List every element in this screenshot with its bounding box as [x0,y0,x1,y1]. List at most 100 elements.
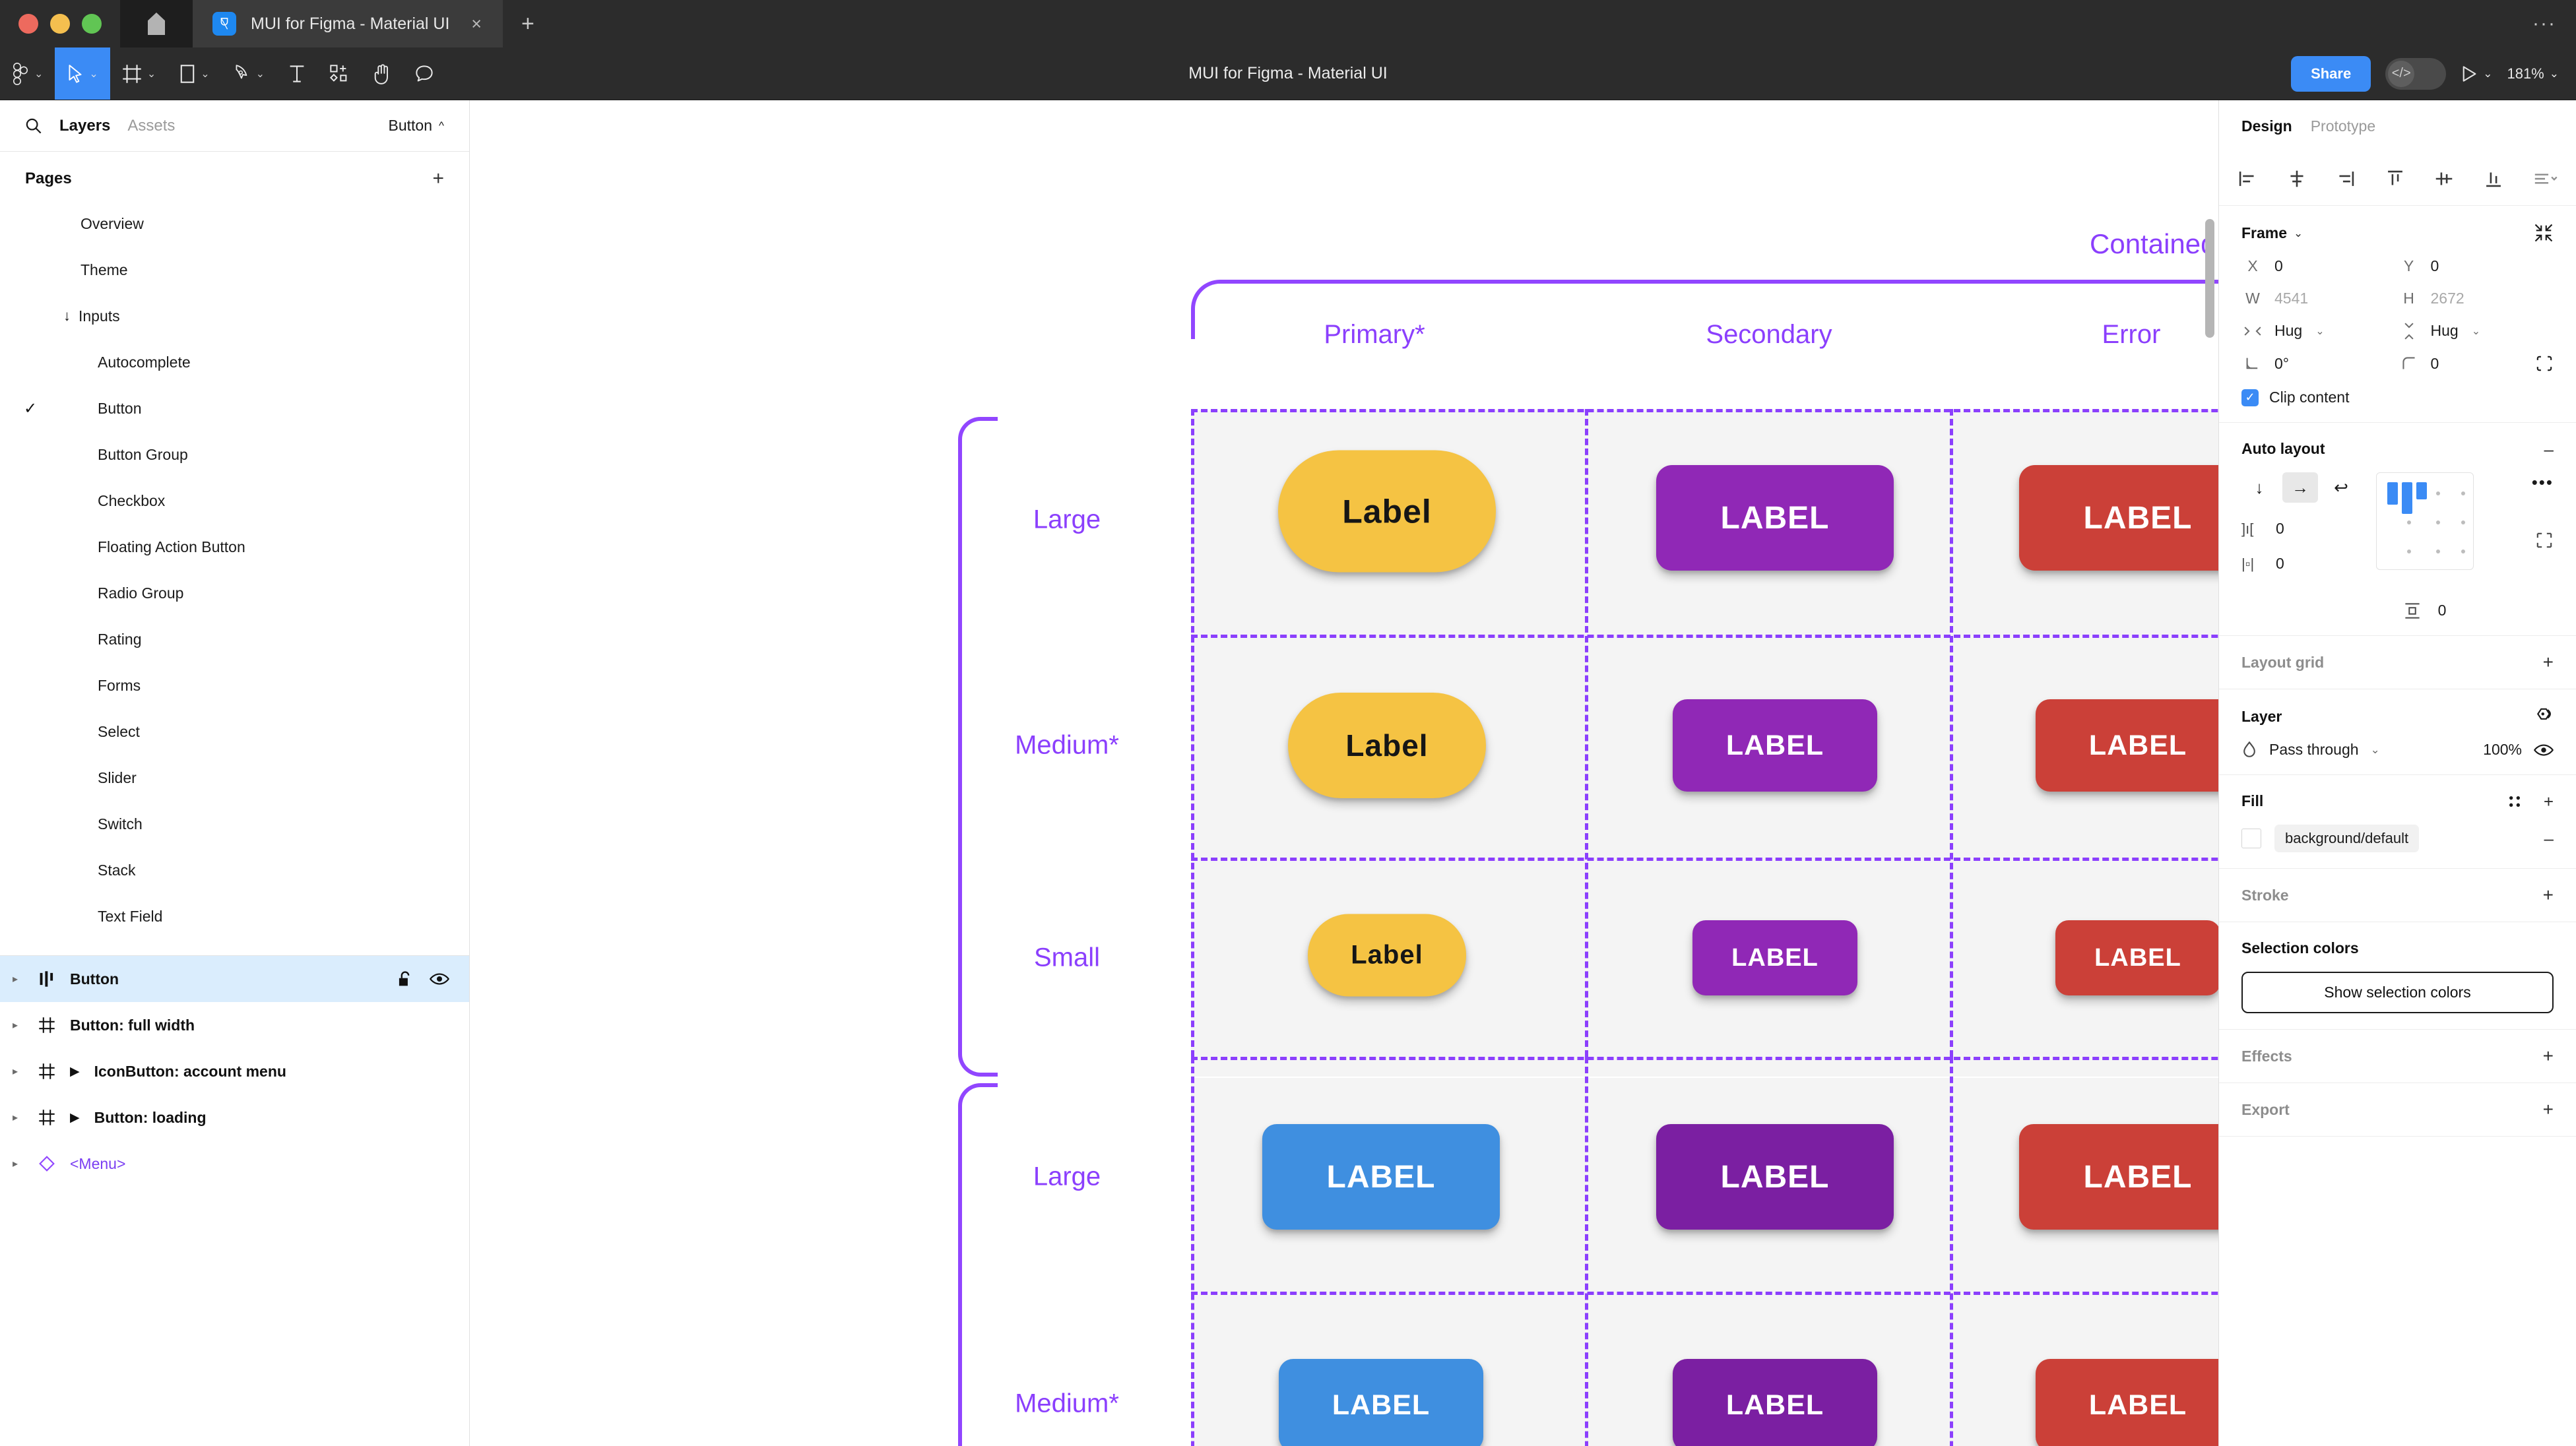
add-export-button[interactable]: + [2542,1099,2554,1119]
fill-color-swatch[interactable] [2241,829,2261,848]
page-item-button[interactable]: ✓Button [0,385,469,431]
auto-layout-padding-horizontal[interactable]: |▫| 0 [2241,555,2359,573]
remove-fill-button[interactable]: – [2544,828,2554,848]
tool-hand[interactable] [361,47,403,100]
mui-button-error-medium-2[interactable]: LABEL [2036,1359,2218,1446]
expand-arrow-icon[interactable]: ▸ [12,974,18,985]
chevron-down-icon[interactable]: ⌄ [2294,226,2303,239]
page-item-button-group[interactable]: Button Group [0,431,469,478]
direction-wrap-button[interactable]: ↩ [2334,477,2348,497]
align-bottom-icon[interactable] [2484,169,2503,189]
remove-auto-layout-button[interactable]: – [2544,439,2554,459]
mui-button-secondary-large[interactable]: LABEL [1656,465,1894,571]
share-button[interactable]: Share [2291,55,2371,92]
align-left-icon[interactable] [2238,169,2257,189]
inner-expand-icon[interactable]: ▶ [70,1110,80,1125]
individual-padding-icon[interactable] [2535,531,2554,550]
page-item-checkbox[interactable]: Checkbox [0,478,469,524]
fill-token-chip[interactable]: background/default [2274,825,2420,852]
tab-prototype[interactable]: Prototype [2310,117,2376,135]
add-stroke-button[interactable]: + [2542,885,2554,905]
canvas-scrollbar[interactable] [2205,219,2214,338]
page-item-floating-action-button[interactable]: Floating Action Button [0,524,469,570]
browser-tab[interactable]: MUI for Figma - Material UI × [193,0,503,47]
tool-move[interactable]: ⌄ [55,47,110,100]
direction-vertical-button[interactable]: ↓ [2255,477,2264,497]
distribute-menu-icon[interactable] [2532,169,2558,189]
page-item-autocomplete[interactable]: Autocomplete [0,339,469,385]
browser-menu-icon[interactable]: ··· [2532,13,2556,34]
expand-arrow-icon[interactable]: ▸ [12,1158,18,1170]
page-item-rating[interactable]: Rating [0,616,469,662]
current-page-dropdown[interactable]: Button ^ [389,117,444,135]
mui-button-error-large-2[interactable]: LABEL [2019,1124,2218,1230]
tab-design[interactable]: Design [2241,117,2292,135]
show-selection-colors-button[interactable]: Show selection colors [2241,972,2554,1013]
minimize-window-button[interactable] [50,14,70,34]
tool-pen[interactable]: ⌄ [222,47,276,100]
mui-button-primary-medium-2[interactable]: LABEL [1279,1359,1483,1446]
visibility-eye-icon[interactable] [430,972,449,986]
auto-layout-more-button[interactable]: ••• [2531,472,2554,492]
fill-styles-icon[interactable] [2507,794,2523,809]
mui-button-secondary-large-2[interactable]: LABEL [1656,1124,1894,1230]
maximize-window-button[interactable] [82,14,102,34]
add-layout-grid-button[interactable]: + [2542,652,2554,672]
blend-mode-value[interactable]: Pass through [2269,741,2359,758]
new-tab-button[interactable]: + [521,11,534,36]
tab-layers[interactable]: Layers [59,116,111,135]
tool-shape[interactable]: ⌄ [168,47,221,100]
page-item-slider[interactable]: Slider [0,755,469,801]
dev-mode-toggle[interactable]: </> [2385,57,2447,90]
frame-name-contained[interactable]: Contained [2090,228,2216,259]
home-button[interactable] [120,0,193,47]
figma-canvas[interactable]: Contained [470,100,2218,1446]
mui-button-primary-small[interactable]: Label [1308,914,1466,997]
mui-button-error-small[interactable]: LABEL [2055,920,2218,995]
layer-row[interactable]: ▸Button: full width [0,1002,469,1048]
close-window-button[interactable] [18,14,38,34]
expand-arrow-icon[interactable]: ▸ [12,1066,18,1077]
align-top-icon[interactable] [2385,169,2405,189]
page-item-inputs[interactable]: ↓Inputs [0,293,469,339]
direction-horizontal-button[interactable]: → [2282,472,2318,503]
unlock-icon[interactable] [398,970,412,988]
align-vertical-center-icon[interactable] [2434,169,2454,189]
frame-corner-radius[interactable]: 0 [2398,354,2554,373]
add-effect-button[interactable]: + [2542,1046,2554,1066]
layer-styles-icon[interactable] [2534,707,2554,726]
tool-resources[interactable] [317,47,361,100]
frame-hug-width[interactable]: Hug ⌄ [2241,322,2398,340]
mui-button-error-medium[interactable]: LABEL [2036,699,2218,792]
page-item-overview[interactable]: Overview [0,201,469,247]
mui-button-primary-large-2[interactable]: LABEL [1262,1124,1500,1230]
visibility-eye-icon[interactable] [2534,743,2554,757]
tool-text[interactable] [276,47,317,100]
layer-row[interactable]: ▸Button [0,956,469,1002]
page-item-select[interactable]: Select [0,708,469,755]
layer-row[interactable]: ▸▶IconButton: account menu [0,1048,469,1094]
add-page-button[interactable]: + [432,168,444,189]
zoom-level-dropdown[interactable]: 181% ⌄ [2507,65,2559,82]
page-item-text-field[interactable]: Text Field [0,893,469,939]
page-item-theme[interactable]: Theme [0,247,469,293]
page-item-forms[interactable]: Forms [0,662,469,708]
frame-hug-height[interactable]: Hug ⌄ [2398,322,2554,340]
auto-layout-gap[interactable]: ]ı[ 0 [2241,520,2359,538]
layer-row[interactable]: ▸<Menu> [0,1141,469,1187]
tool-frame[interactable]: ⌄ [110,47,168,100]
tool-comment[interactable] [403,47,445,100]
collapse-arrow-icon[interactable]: ↓ [63,307,71,324]
search-icon[interactable] [25,117,42,135]
clip-content-checkbox[interactable]: ✓ [2241,389,2259,406]
resize-to-fit-icon[interactable] [2534,223,2554,243]
align-horizontal-center-icon[interactable] [2287,169,2307,189]
mui-button-secondary-medium-2[interactable]: LABEL [1673,1359,1877,1446]
mui-button-primary-large[interactable]: Label [1278,450,1496,573]
layer-opacity-value[interactable]: 100% [2483,741,2522,758]
frame-y[interactable]: Y 0 [2398,257,2554,275]
independent-corners-icon[interactable] [2535,354,2554,373]
expand-arrow-icon[interactable]: ▸ [12,1020,18,1031]
mui-button-primary-medium[interactable]: Label [1288,693,1486,798]
expand-arrow-icon[interactable]: ▸ [12,1112,18,1123]
